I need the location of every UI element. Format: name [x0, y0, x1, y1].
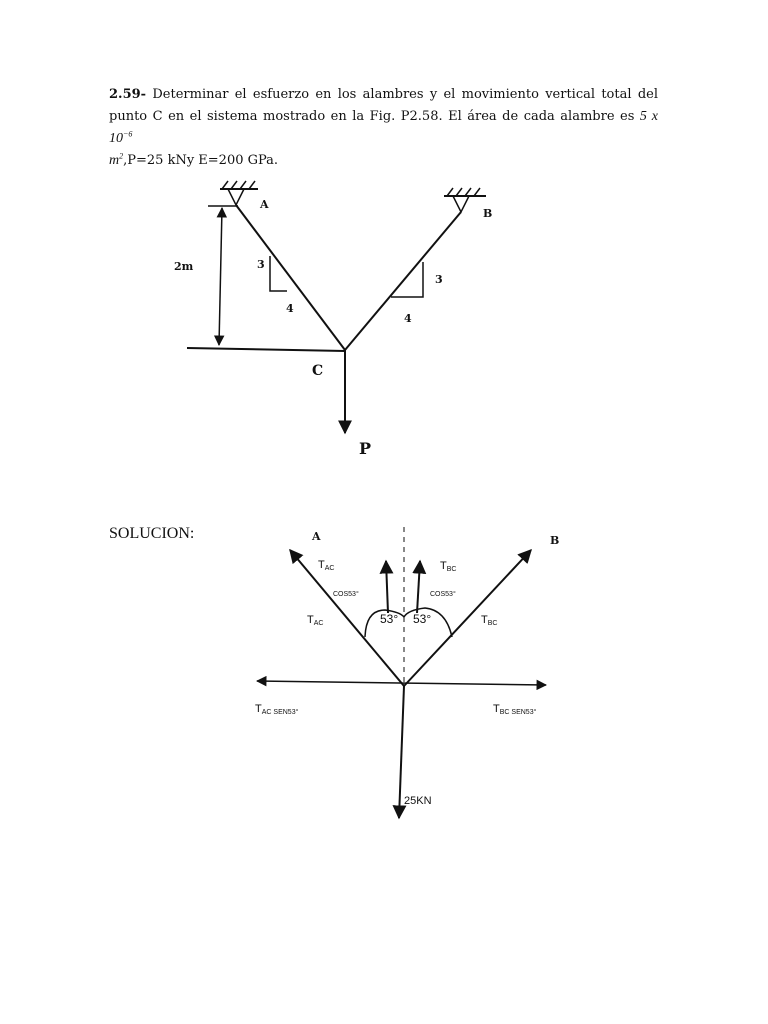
angle-arc-left — [364, 609, 405, 638]
solution-heading: SOLUCION: — [109, 525, 195, 542]
cos-label-left: COS53° — [333, 590, 359, 598]
cos-label-right: COS53° — [430, 590, 456, 598]
tbc-lower-label: TBC — [481, 614, 497, 627]
angle-left: 53° — [380, 612, 398, 626]
slope-right-rise: 3 — [435, 273, 443, 286]
figure-2 — [255, 527, 548, 820]
fbd-label-b: B — [550, 534, 559, 547]
force-tbc — [403, 548, 532, 687]
problem-text: Determinar el esfuerzo en los alambres y… — [109, 87, 658, 124]
ground-line — [186, 347, 346, 352]
support-a — [220, 180, 258, 207]
tac-sen-label: TAC SEN53° — [255, 703, 299, 716]
cos-arrow-right — [412, 559, 427, 614]
cos-arrow-left — [379, 559, 394, 614]
tac-lower-label: TAC — [307, 614, 323, 627]
support-b — [444, 187, 486, 214]
label-p: P — [359, 439, 371, 458]
angle-arc-right — [403, 607, 453, 638]
label-a: A — [259, 198, 269, 211]
horizontal-axis — [255, 675, 548, 691]
slope-triangle-left — [269, 256, 287, 292]
problem-number: 2.59- — [109, 87, 147, 102]
slope-left-run: 4 — [286, 302, 294, 315]
label-b: B — [483, 207, 492, 220]
label-c: C — [312, 363, 323, 379]
slope-left-rise: 3 — [257, 258, 265, 271]
force-load — [392, 685, 407, 820]
wire-ac — [235, 204, 346, 351]
figure-1 — [186, 180, 486, 435]
dimension-arrow — [213, 206, 228, 347]
angle-right: 53° — [413, 612, 431, 626]
slope-right-run: 4 — [404, 312, 412, 325]
area-value: 5 x 10−6 — [109, 109, 658, 146]
tac-upper-label: TAC — [318, 559, 334, 572]
force-tac — [289, 548, 405, 687]
problem-statement: 2.59- Determinar el esfuerzo en los alam… — [109, 84, 658, 172]
wire-bc — [344, 211, 462, 351]
load-label: 25KN — [404, 795, 432, 807]
problem-text-end: ,P=25 kNy E=200 GPa. — [123, 153, 279, 168]
fbd-label-a: A — [311, 530, 321, 543]
slope-triangle-right — [391, 262, 424, 298]
tbc-sen-label: TBC SEN53° — [493, 703, 537, 716]
tbc-upper-label: TBC — [440, 560, 456, 573]
area-unit: m2 — [109, 151, 124, 168]
dimension-height: 2m — [174, 260, 194, 273]
